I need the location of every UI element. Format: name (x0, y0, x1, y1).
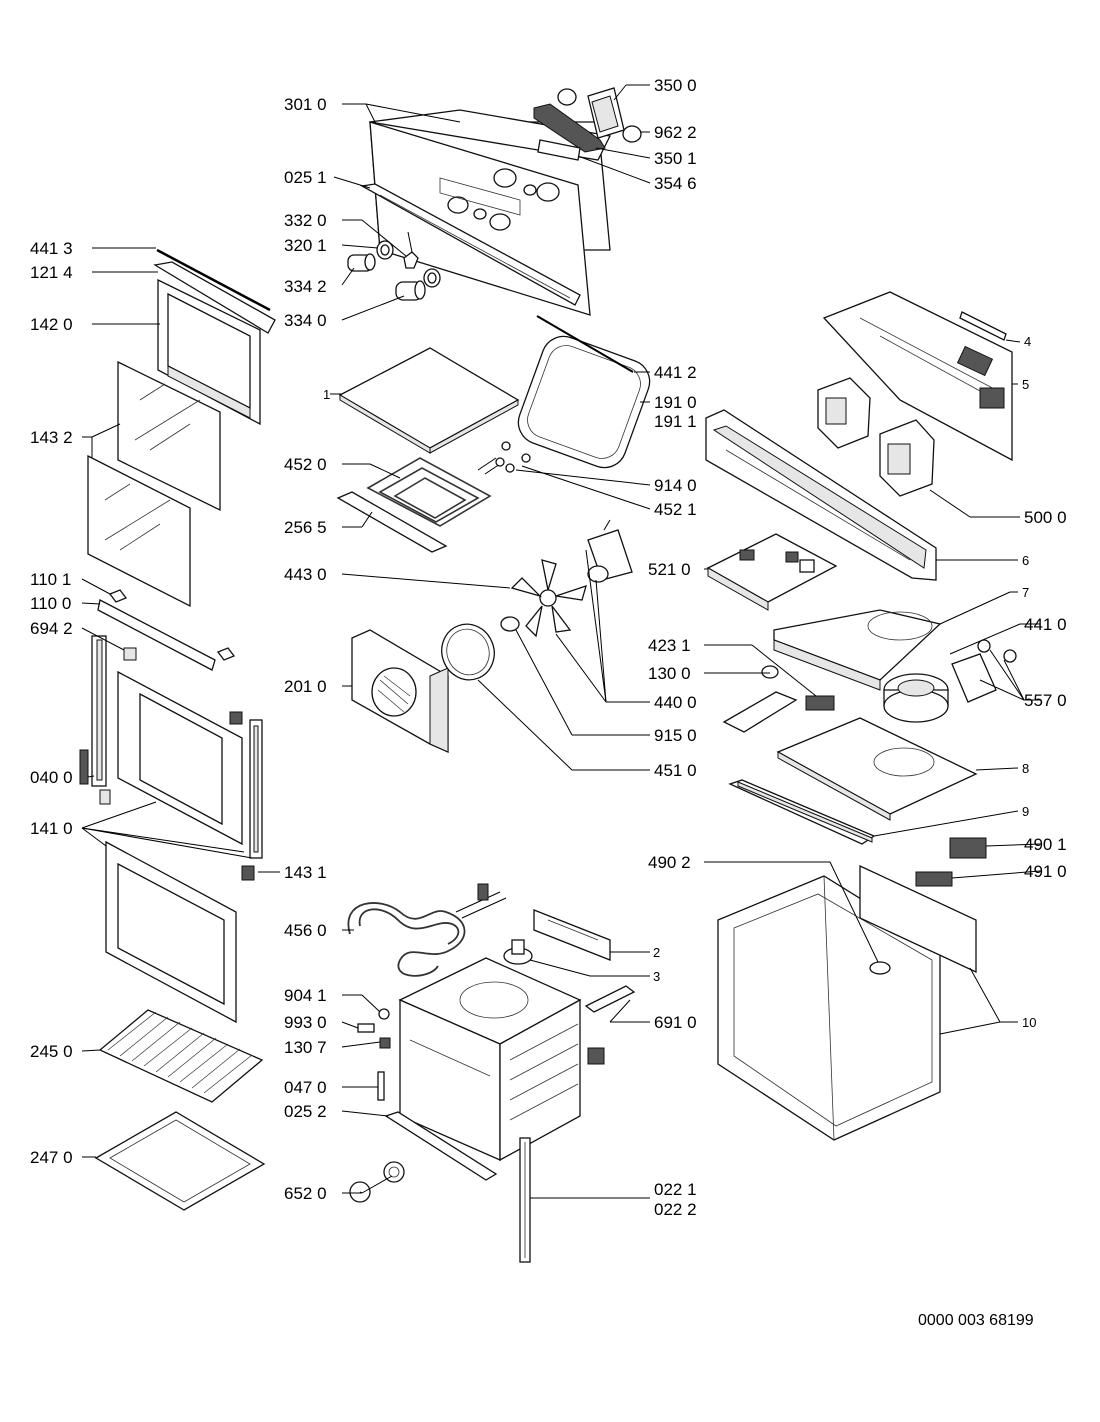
top-plate-part (338, 347, 520, 454)
label-130-0: 130 0 (648, 664, 691, 683)
label-1: 1 (323, 387, 330, 402)
label-025-2: 025 2 (284, 1102, 327, 1121)
label-350-1: 350 1 (654, 149, 697, 168)
inner-door-part (79, 635, 263, 881)
label-110-1: 110 1 (30, 570, 71, 589)
fan-blade-part (500, 559, 587, 638)
label-8: 8 (1022, 761, 1029, 776)
label-423-1: 423 1 (648, 636, 691, 655)
label-301-0: 301 0 (284, 95, 327, 114)
control-board-part (533, 87, 642, 161)
switch-parts (722, 665, 835, 733)
label-694-2: 694 2 (30, 619, 73, 638)
trim-strip-part (360, 183, 581, 306)
label-334-2: 334 2 (284, 277, 327, 296)
door-top-strip-part (156, 248, 271, 312)
label-3: 3 (653, 969, 660, 984)
label-441-0: 441 0 (1024, 615, 1067, 634)
wire-rack-part (98, 1009, 264, 1103)
baking-tray-part (94, 1111, 266, 1211)
glass-pane-part (117, 360, 221, 512)
label-191-1: 191 1 (654, 412, 697, 431)
label-121-4: 121 4 (30, 263, 73, 282)
chassis-part (717, 837, 987, 1141)
cavity-part (398, 957, 605, 1162)
label-354-6: 354 6 (654, 174, 697, 193)
door-frame-part (153, 261, 276, 426)
label-440-0: 440 0 (654, 693, 697, 712)
hinge-parts (97, 589, 236, 671)
label-914-0: 914 0 (654, 476, 697, 495)
label-332-0: 332 0 (284, 211, 327, 230)
circuit-board-part (706, 533, 838, 611)
label-915-0: 915 0 (654, 726, 697, 745)
relay-boxes-part (817, 377, 935, 497)
label-521-0: 521 0 (648, 560, 691, 579)
front-frame-part (705, 409, 937, 581)
label-557-0: 557 0 (1024, 691, 1067, 710)
label-500-0: 500 0 (1024, 508, 1067, 527)
part-number-labels: 301 0 025 1 332 0 320 1 334 2 334 0 350 … (30, 76, 1067, 1219)
label-441-2: 441 2 (654, 363, 697, 382)
label-350-0: 350 0 (654, 76, 697, 95)
label-452-1: 452 1 (654, 500, 697, 519)
label-456-0: 456 0 (284, 921, 327, 940)
fan-motor-part (587, 519, 633, 583)
cavity-small-parts (349, 909, 636, 1263)
label-452-0: 452 0 (284, 455, 327, 474)
fan-cover-part (351, 629, 449, 754)
label-247-0: 247 0 (30, 1148, 73, 1167)
label-143-1: 143 1 (284, 863, 327, 882)
fan-assembly-part (883, 639, 1017, 723)
label-443-0: 443 0 (284, 565, 327, 584)
duct-part (773, 609, 942, 691)
label-191-0: 191 0 (654, 393, 697, 412)
grill-element-part (336, 441, 531, 553)
glass-pane-part-2 (87, 454, 191, 608)
bottom-element-part (347, 883, 507, 977)
gasket-part (517, 315, 651, 469)
label-110-0: 110 0 (30, 594, 71, 613)
label-993-0: 993 0 (284, 1013, 327, 1032)
leader-lines (81, 84, 1041, 1199)
label-040-0: 040 0 (30, 768, 73, 787)
bottom-tray-part (776, 717, 978, 821)
footer-code: 0000 003 68199 (918, 1312, 1034, 1329)
label-652-0: 652 0 (284, 1184, 327, 1203)
top-cover-part (822, 291, 1013, 462)
label-025-1: 025 1 (284, 168, 327, 187)
label-142-0: 142 0 (30, 315, 73, 334)
label-047-0: 047 0 (284, 1078, 327, 1097)
label-451-0: 451 0 (654, 761, 697, 780)
label-491-0: 491 0 (1024, 862, 1067, 881)
label-130-7: 130 7 (284, 1038, 327, 1057)
label-320-1: 320 1 (284, 236, 327, 255)
label-10: 10 (1022, 1015, 1036, 1030)
label-441-3: 441 3 (30, 239, 73, 258)
ring-element-part (441, 623, 495, 681)
label-022-2: 022 2 (654, 1200, 697, 1219)
label-201-0: 201 0 (284, 677, 327, 696)
label-6: 6 (1022, 553, 1029, 568)
label-141-0: 141 0 (30, 819, 73, 838)
knob-parts (347, 231, 441, 301)
label-962-2: 962 2 (654, 123, 697, 142)
label-022-1: 022 1 (654, 1180, 697, 1199)
label-256-5: 256 5 (284, 518, 327, 537)
label-9: 9 (1022, 804, 1029, 819)
label-4: 4 (1024, 334, 1031, 349)
label-691-0: 691 0 (654, 1013, 697, 1032)
outer-door-glass-part (105, 840, 237, 1024)
label-904-1: 904 1 (284, 986, 327, 1005)
label-490-1: 490 1 (1024, 835, 1067, 854)
label-2: 2 (653, 945, 660, 960)
label-5: 5 (1022, 377, 1029, 392)
label-245-0: 245 0 (30, 1042, 73, 1061)
label-143-2: 143 2 (30, 428, 73, 447)
label-7: 7 (1022, 585, 1029, 600)
label-334-0: 334 0 (284, 311, 327, 330)
label-490-2: 490 2 (648, 853, 691, 872)
